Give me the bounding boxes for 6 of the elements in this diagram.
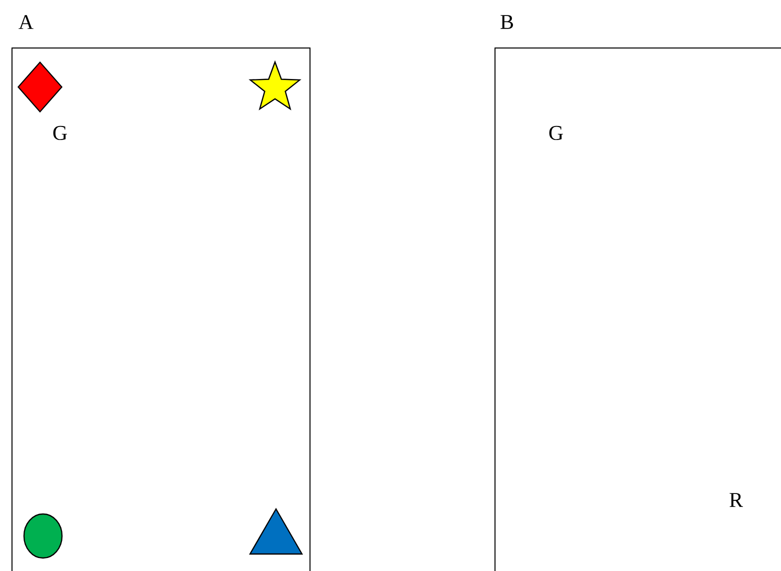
letter-label: R (730, 493, 743, 507)
circle-shape (23, 513, 63, 559)
letter-label: G (549, 126, 563, 140)
panel-heading: A (18, 15, 34, 29)
panel-heading: B (500, 15, 513, 29)
letter-label: G (53, 126, 67, 140)
